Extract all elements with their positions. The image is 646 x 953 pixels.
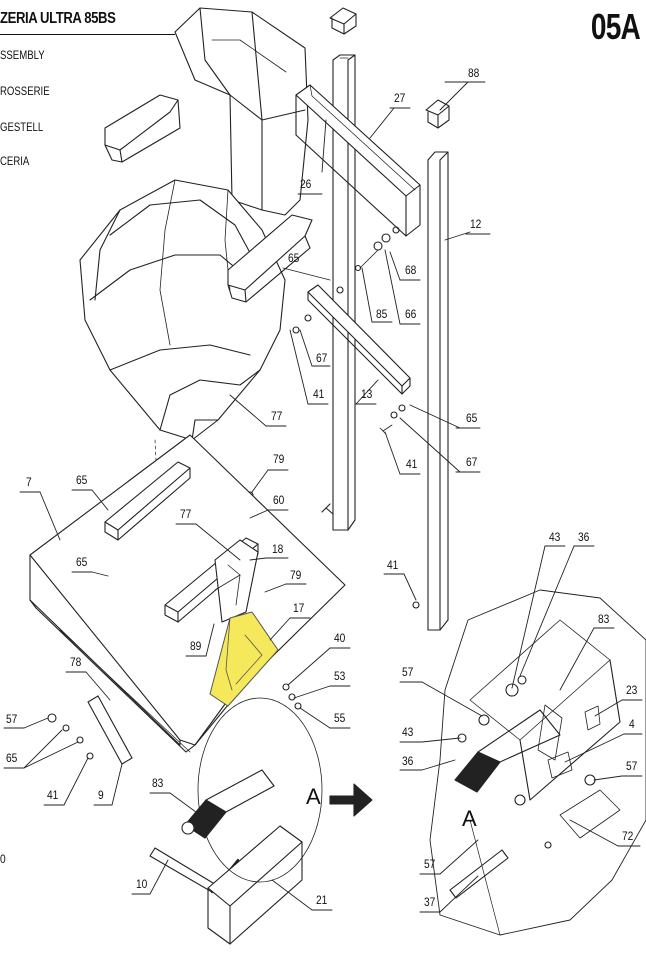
part-callout-c68: 68 bbox=[405, 263, 417, 277]
part-callout-c55: 55 bbox=[334, 711, 346, 725]
part-callout-c78: 78 bbox=[70, 655, 82, 669]
part-callout-c26: 26 bbox=[300, 177, 312, 191]
part-callout-c23: 23 bbox=[626, 683, 638, 697]
part-callout-c4: 4 bbox=[629, 717, 635, 731]
part-callout-c17: 17 bbox=[293, 601, 305, 615]
part-callout-c10: 10 bbox=[136, 877, 148, 891]
part-callout-c88: 88 bbox=[468, 66, 480, 80]
part-callout-c18: 18 bbox=[272, 542, 284, 556]
part-callout-c53: 53 bbox=[334, 669, 346, 683]
right-armrest bbox=[227, 214, 313, 303]
part-callout-c13: 13 bbox=[361, 387, 373, 401]
part-callout-c57b: 57 bbox=[402, 665, 414, 679]
part-callout-c65d: 65 bbox=[76, 555, 88, 569]
part-callout-c79b: 79 bbox=[290, 568, 302, 582]
lang-label-fr: ROSSERIE bbox=[0, 84, 50, 98]
part-callout-c65e: 65 bbox=[6, 751, 18, 765]
part-callout-c66: 66 bbox=[405, 307, 417, 321]
part-callout-c36a: 36 bbox=[578, 530, 590, 544]
part-callout-c83a: 83 bbox=[152, 776, 164, 790]
model-title: ZERIA ULTRA 85BS bbox=[0, 10, 116, 27]
post-12 bbox=[425, 99, 450, 631]
highlighted-bracket-17 bbox=[209, 611, 279, 707]
part-callout-c67a: 67 bbox=[316, 351, 328, 365]
part-callout-c41c: 41 bbox=[387, 558, 399, 572]
lever-mechanism bbox=[214, 539, 259, 623]
part-callout-c37: 37 bbox=[424, 895, 436, 909]
box-21 bbox=[207, 825, 303, 945]
part-callout-c57c: 57 bbox=[626, 759, 638, 773]
detail-circle bbox=[197, 697, 323, 883]
part-callout-c7: 7 bbox=[26, 475, 32, 489]
part-callout-c89: 89 bbox=[190, 639, 202, 653]
part-callout-c77b: 77 bbox=[180, 507, 192, 521]
part-callout-c36b: 36 bbox=[402, 754, 414, 768]
part-callout-c77a: 77 bbox=[271, 409, 283, 423]
seat-backrest bbox=[174, 7, 309, 216]
detail-inset bbox=[429, 589, 646, 936]
detail-tag-main: A bbox=[306, 784, 321, 809]
upper-post-assembly bbox=[295, 7, 421, 531]
part-callout-c41b: 41 bbox=[406, 457, 418, 471]
part-callout-c41d: 41 bbox=[47, 788, 59, 802]
title-rule bbox=[0, 34, 175, 35]
part-callout-c57a: 57 bbox=[6, 712, 18, 726]
grip-83 bbox=[181, 769, 275, 839]
part-callout-c60: 60 bbox=[273, 493, 285, 507]
part-callout-c85: 85 bbox=[376, 307, 388, 321]
lang-label-en: SSEMBLY bbox=[0, 48, 45, 62]
part-callout-c9: 9 bbox=[98, 788, 104, 802]
detail-tag-inset: A bbox=[462, 806, 477, 831]
part-callout-c79a: 79 bbox=[273, 452, 285, 466]
part-callout-c0: 0 bbox=[0, 852, 6, 866]
leader-lines bbox=[3, 81, 643, 913]
part-callout-c83b: 83 bbox=[598, 612, 610, 626]
detail-arrow bbox=[329, 783, 373, 817]
seat-cushion bbox=[79, 179, 286, 441]
bar-78 bbox=[87, 695, 133, 765]
part-callout-c40: 40 bbox=[334, 631, 346, 645]
part-callout-c65a: 65 bbox=[288, 251, 300, 265]
part-callout-c67b: 67 bbox=[466, 455, 478, 469]
left-armrest bbox=[104, 94, 181, 163]
part-callout-c43b: 43 bbox=[402, 725, 414, 739]
lang-label-es: CERIA bbox=[0, 154, 30, 168]
part-callout-c12: 12 bbox=[470, 217, 482, 231]
part-callout-c65b: 65 bbox=[466, 411, 478, 425]
cross-bar-13 bbox=[307, 284, 411, 395]
part-callout-c72: 72 bbox=[622, 829, 634, 843]
part-callout-c57d: 57 bbox=[424, 857, 436, 871]
part-callout-c21: 21 bbox=[316, 893, 328, 907]
part-callout-c65c: 65 bbox=[76, 473, 88, 487]
part-callout-c43a: 43 bbox=[549, 530, 561, 544]
page-code: 05A bbox=[590, 6, 641, 47]
lang-label-de: GESTELL bbox=[0, 120, 44, 134]
part-callout-c27: 27 bbox=[394, 91, 406, 105]
part-callout-c41a: 41 bbox=[313, 387, 325, 401]
